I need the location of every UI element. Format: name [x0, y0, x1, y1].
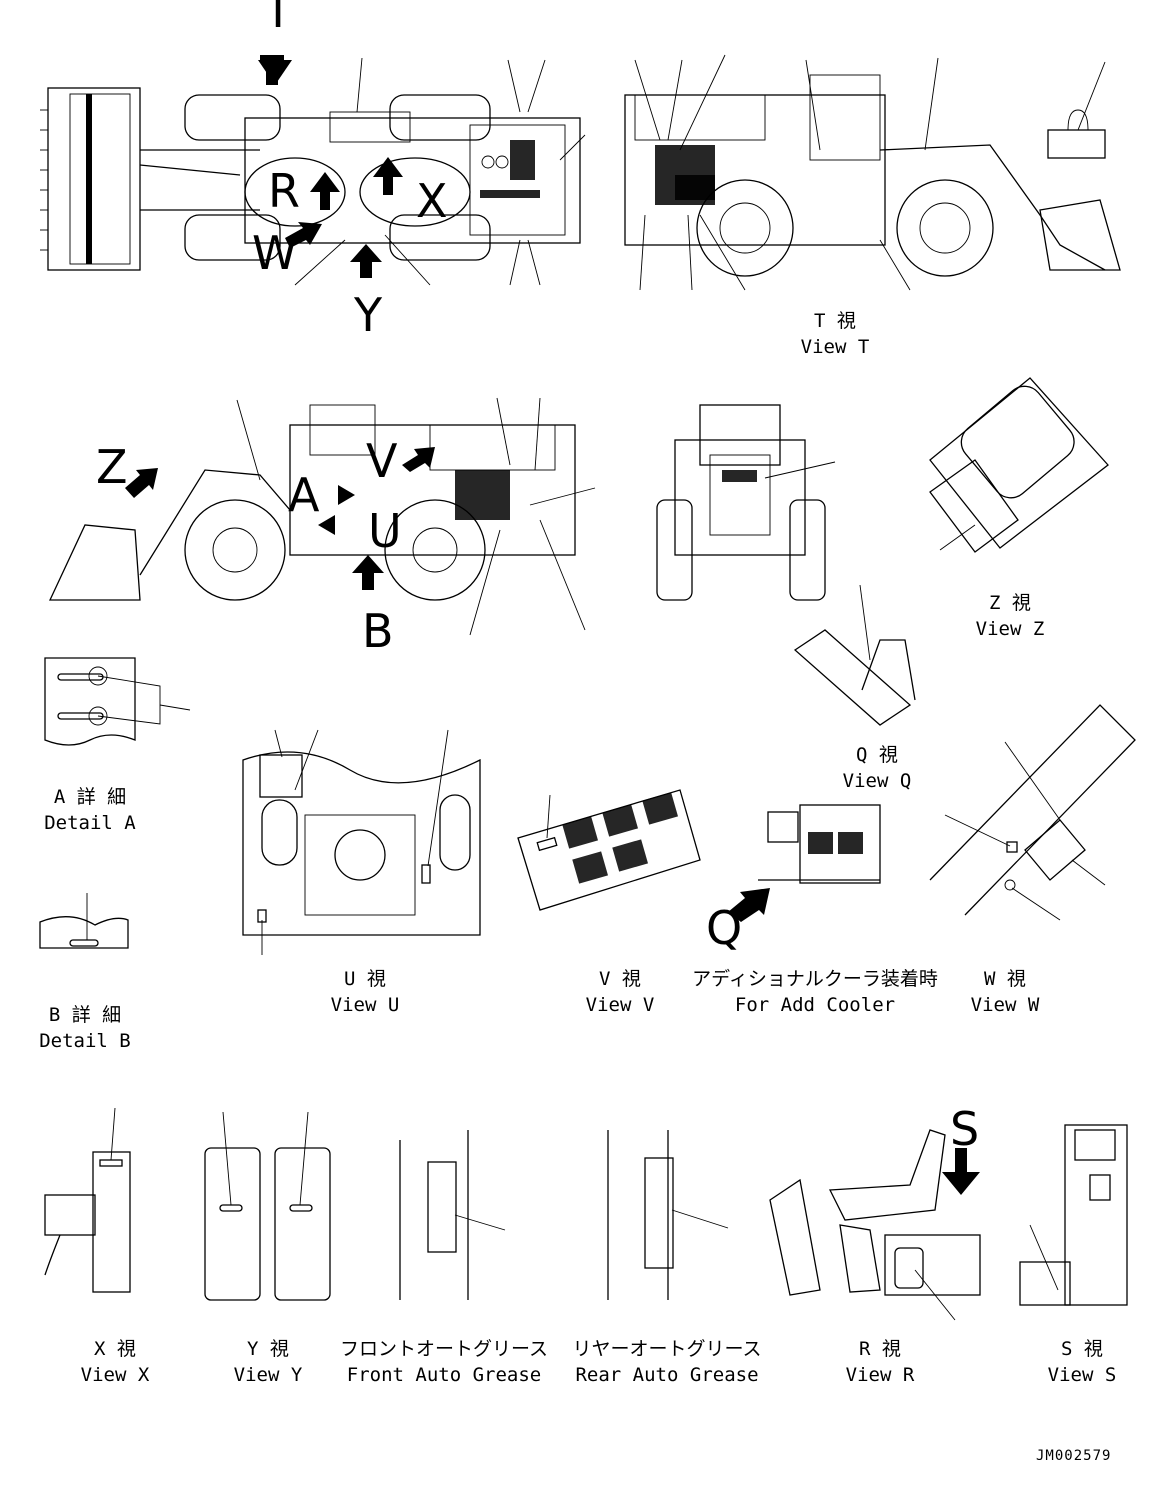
- view-letter-r: R: [268, 164, 300, 218]
- view-letter-a: A: [288, 468, 320, 522]
- view-y-drawing: [204, 1111, 331, 1301]
- view-v-drawing: [517, 789, 701, 911]
- view-letter-w: W: [252, 226, 298, 280]
- drawing-code: JM002579: [1036, 1448, 1112, 1464]
- view-z-drawing: [929, 377, 1109, 553]
- add-cooler-drawing: [728, 804, 881, 922]
- view-letter-s: S: [950, 1102, 980, 1156]
- rear-view: [656, 404, 836, 601]
- view-u-drawing: [242, 729, 481, 955]
- view-t-drawing: [624, 54, 1121, 291]
- detail-a-drawing: [44, 657, 191, 746]
- view-r-drawing: [769, 1129, 981, 1321]
- view-s-drawing: [1019, 1124, 1128, 1306]
- top-plan-view: [40, 55, 586, 286]
- view-letter-u: U: [368, 504, 402, 558]
- view-letter-v: V: [366, 434, 398, 488]
- rear-grease-drawing: [607, 1130, 729, 1300]
- view-letter-q: Q: [706, 901, 743, 955]
- view-w-drawing: [929, 704, 1136, 921]
- left-side-view: [48, 397, 596, 636]
- view-letter-b: B: [362, 604, 394, 658]
- view-letter-x: X: [416, 174, 448, 228]
- view-letter-t: T: [264, 0, 293, 38]
- view-letter-y: Y: [354, 288, 383, 342]
- detail-b-drawing: [39, 893, 129, 949]
- front-grease-drawing: [399, 1130, 506, 1300]
- view-q-drawing: [793, 584, 916, 726]
- view-letter-z: Z: [96, 440, 128, 494]
- view-x-drawing: [44, 1107, 131, 1293]
